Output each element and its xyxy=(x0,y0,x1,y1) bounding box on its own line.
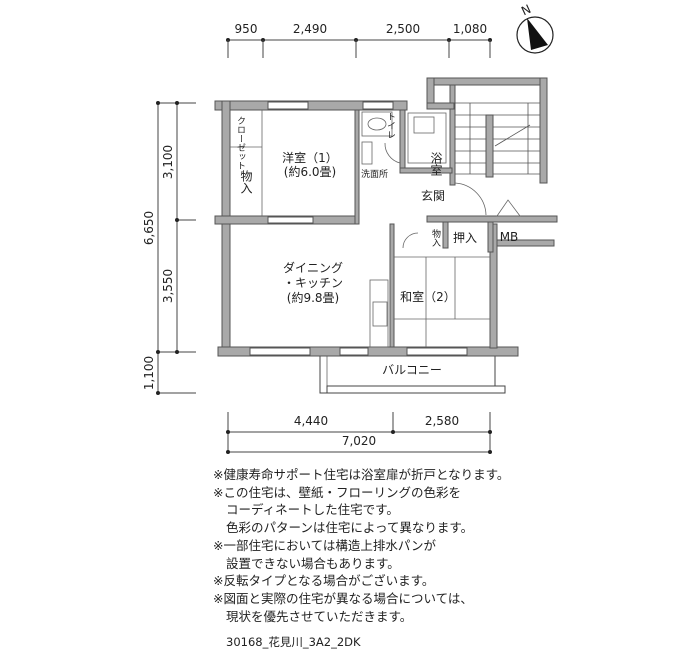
western-room-1-label: 洋室（1） xyxy=(282,150,338,165)
dim-top-3: 2,500 xyxy=(386,22,420,36)
note-line: ※この住宅は、壁紙・フローリングの色彩を xyxy=(213,484,461,500)
notes: ※健康寿命サポート住宅は浴室扉が折戸となります。 ※この住宅は、壁紙・フローリン… xyxy=(213,466,509,625)
fixtures xyxy=(230,102,540,348)
dining-size: (約9.8畳) xyxy=(287,290,339,305)
balcony-label: バルコニー xyxy=(382,363,442,377)
bath-label: 浴室 xyxy=(429,152,443,176)
dim-left-1: 3,100 xyxy=(161,145,175,179)
closet-label: クローゼット xyxy=(235,116,246,170)
oshiire-label: 押入 xyxy=(453,231,477,245)
balcony xyxy=(319,354,506,394)
north-compass-icon: N xyxy=(516,2,554,54)
room-labels: クローゼット 物入 洋室（1） (約6.0畳) トイレ 浴室 洗面所 玄関 物入… xyxy=(235,112,518,377)
bottom-dimensions: 4,440 2,580 7,020 xyxy=(226,412,492,454)
dining-label: ダイニング xyxy=(283,260,343,275)
dim-left-3: 6,650 xyxy=(142,211,156,245)
walls xyxy=(214,77,558,357)
kitchen-label: ・キッチン xyxy=(283,276,343,290)
compass-label: N xyxy=(519,2,533,18)
western-room-1-size: (約6.0畳) xyxy=(284,164,336,179)
dim-top-4: 1,080 xyxy=(453,22,487,36)
dim-left-2: 3,550 xyxy=(161,269,175,303)
japanese-room-2-label: 和室（2） xyxy=(400,289,456,304)
dim-bottom-total: 7,020 xyxy=(342,434,376,448)
mb-label: MB xyxy=(500,230,519,244)
dim-top-1: 950 xyxy=(235,22,258,36)
note-line: ※反転タイプとなる場合がございます。 xyxy=(213,573,435,589)
note-line: ※図面と実際の住宅が異なる場合については、 xyxy=(213,590,473,606)
dim-bottom-2: 2,580 xyxy=(425,414,459,428)
note-line: ※健康寿命サポート住宅は浴室扉が折戸となります。 xyxy=(213,467,510,482)
note-line: コーディネートした住宅です。 xyxy=(226,502,399,518)
entrance-label: 玄関 xyxy=(421,188,445,203)
note-line: 色彩のパターンは住宅によって異なります。 xyxy=(226,520,474,536)
plan-code: 30168_花見川_3A2_2DK xyxy=(226,635,361,649)
storage-2-label: 物入 xyxy=(430,228,441,247)
note-line: 設置できない場合もあります。 xyxy=(226,555,400,571)
dim-bottom-1: 4,440 xyxy=(294,414,328,428)
toilet-label: トイレ xyxy=(385,112,396,139)
washroom-label: 洗面所 xyxy=(361,168,388,180)
left-dimensions: 3,100 3,550 6,650 1,100 xyxy=(142,101,196,395)
storage-label: 物入 xyxy=(239,170,253,194)
dim-top-2: 2,490 xyxy=(293,22,327,36)
top-dimensions: 950 2,490 2,500 1,080 xyxy=(226,22,492,58)
note-line: ※一部住宅においては構造上排水パンが xyxy=(213,537,436,553)
dim-left-4: 1,100 xyxy=(142,356,156,390)
note-line: 現状を優先させていただきます。 xyxy=(226,608,413,624)
